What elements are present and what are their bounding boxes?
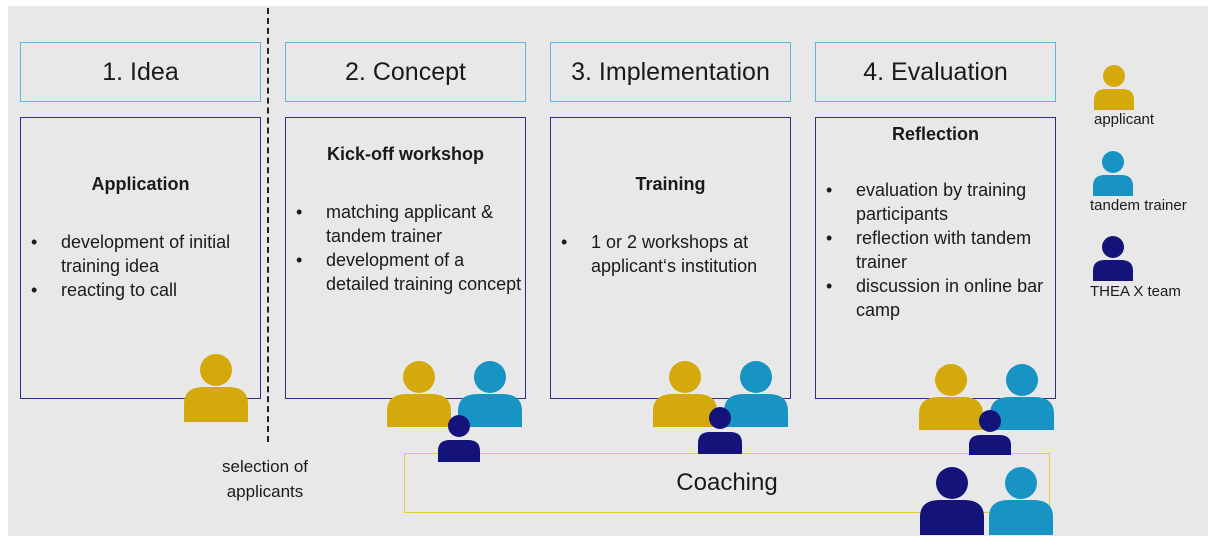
content-title: Application — [91, 174, 190, 194]
bullet-list: 1 or 2 workshops at applicant‘s institut… — [553, 230, 783, 278]
content-title: Reflection — [891, 124, 979, 144]
legend-thea-x-team-label: THEA X team — [1090, 283, 1181, 300]
content-box-application: Application development of initial train… — [20, 117, 261, 399]
phase-evaluation: 4. Evaluation — [815, 42, 1056, 102]
list-item: discussion in online bar camp — [818, 274, 1054, 322]
phase-concept: 2. Concept — [285, 42, 526, 102]
list-item: 1 or 2 workshops at applicant‘s institut… — [553, 230, 783, 278]
tandem-trainer-icon — [989, 467, 1053, 535]
list-item: reflection with tandem trainer — [818, 226, 1054, 274]
legend-applicant-icon — [1094, 65, 1134, 110]
content-box-reflection: Reflection evaluation by training partic… — [815, 117, 1056, 399]
thea-x-team-icon — [438, 415, 480, 462]
phase-idea: 1. Idea — [20, 42, 261, 102]
bullet-list: matching applicant & tandem trainer deve… — [288, 200, 524, 296]
legend-tandem-trainer-icon — [1093, 151, 1133, 196]
bullet-list: evaluation by training participants refl… — [818, 178, 1054, 322]
thea-x-team-icon — [698, 407, 742, 454]
applicant-icon — [653, 361, 717, 427]
tandem-trainer-icon — [724, 361, 788, 427]
tandem-trainer-icon — [458, 361, 522, 427]
list-item: evaluation by training participants — [818, 178, 1054, 226]
applicant-icon — [919, 364, 983, 430]
bullet-list: development of initial training idea rea… — [23, 230, 253, 302]
tandem-trainer-icon — [990, 364, 1054, 430]
coaching-label: Coaching — [676, 469, 778, 496]
selection-divider-line — [267, 8, 269, 442]
thea-x-team-icon — [920, 467, 984, 535]
list-item: development of initial training idea — [23, 230, 253, 278]
applicant-icon — [184, 354, 248, 422]
legend-applicant-label: applicant — [1094, 111, 1155, 128]
phase-implementation: 3. Implementation — [550, 42, 791, 102]
content-title: Training — [635, 174, 706, 194]
applicant-icon — [387, 361, 451, 427]
list-item: development of a detailed training conce… — [288, 248, 524, 296]
list-item: matching applicant & tandem trainer — [288, 200, 524, 248]
legend-thea-x-team-icon — [1093, 236, 1133, 281]
thea-x-team-icon — [969, 410, 1011, 455]
content-title: Kick-off workshop — [326, 144, 484, 164]
legend-tandem-trainer-label: tandem trainer — [1090, 197, 1187, 214]
selection-label: selection of applicants — [222, 457, 308, 501]
list-item: reacting to call — [23, 278, 253, 302]
